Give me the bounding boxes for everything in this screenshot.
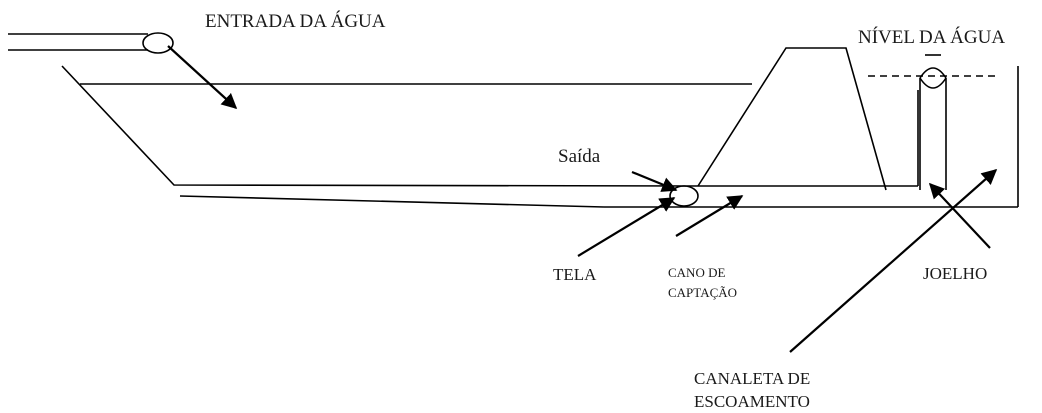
label-joelho: JOELHO (923, 264, 987, 283)
label-entrada: ENTRADA DA ÁGUA (205, 10, 386, 32)
tela-arrow (577, 197, 676, 257)
label-nivel: NÍVEL DA ÁGUA (858, 26, 1005, 48)
embankment (697, 47, 887, 191)
inlet-arrow (167, 45, 238, 110)
label-tela: TELA (553, 265, 597, 284)
label-saida: Saída (558, 146, 601, 167)
saida-arrow (631, 170, 678, 192)
label-cano-line2: CAPTAÇÃO (668, 285, 737, 300)
label-canaleta-line2: ESCOAMENTO (694, 392, 810, 411)
elbow-standpipe (919, 54, 947, 190)
joelho-arrow (928, 182, 991, 249)
label-cano-line1: CANO DE (668, 265, 725, 280)
canaleta-arrow (789, 168, 998, 353)
pond-outline (61, 65, 919, 187)
inlet-pipe (8, 32, 174, 54)
cano-arrow (675, 195, 744, 237)
screen-ellipse (669, 185, 699, 207)
label-canaleta-line1: CANALETA DE (694, 369, 810, 388)
